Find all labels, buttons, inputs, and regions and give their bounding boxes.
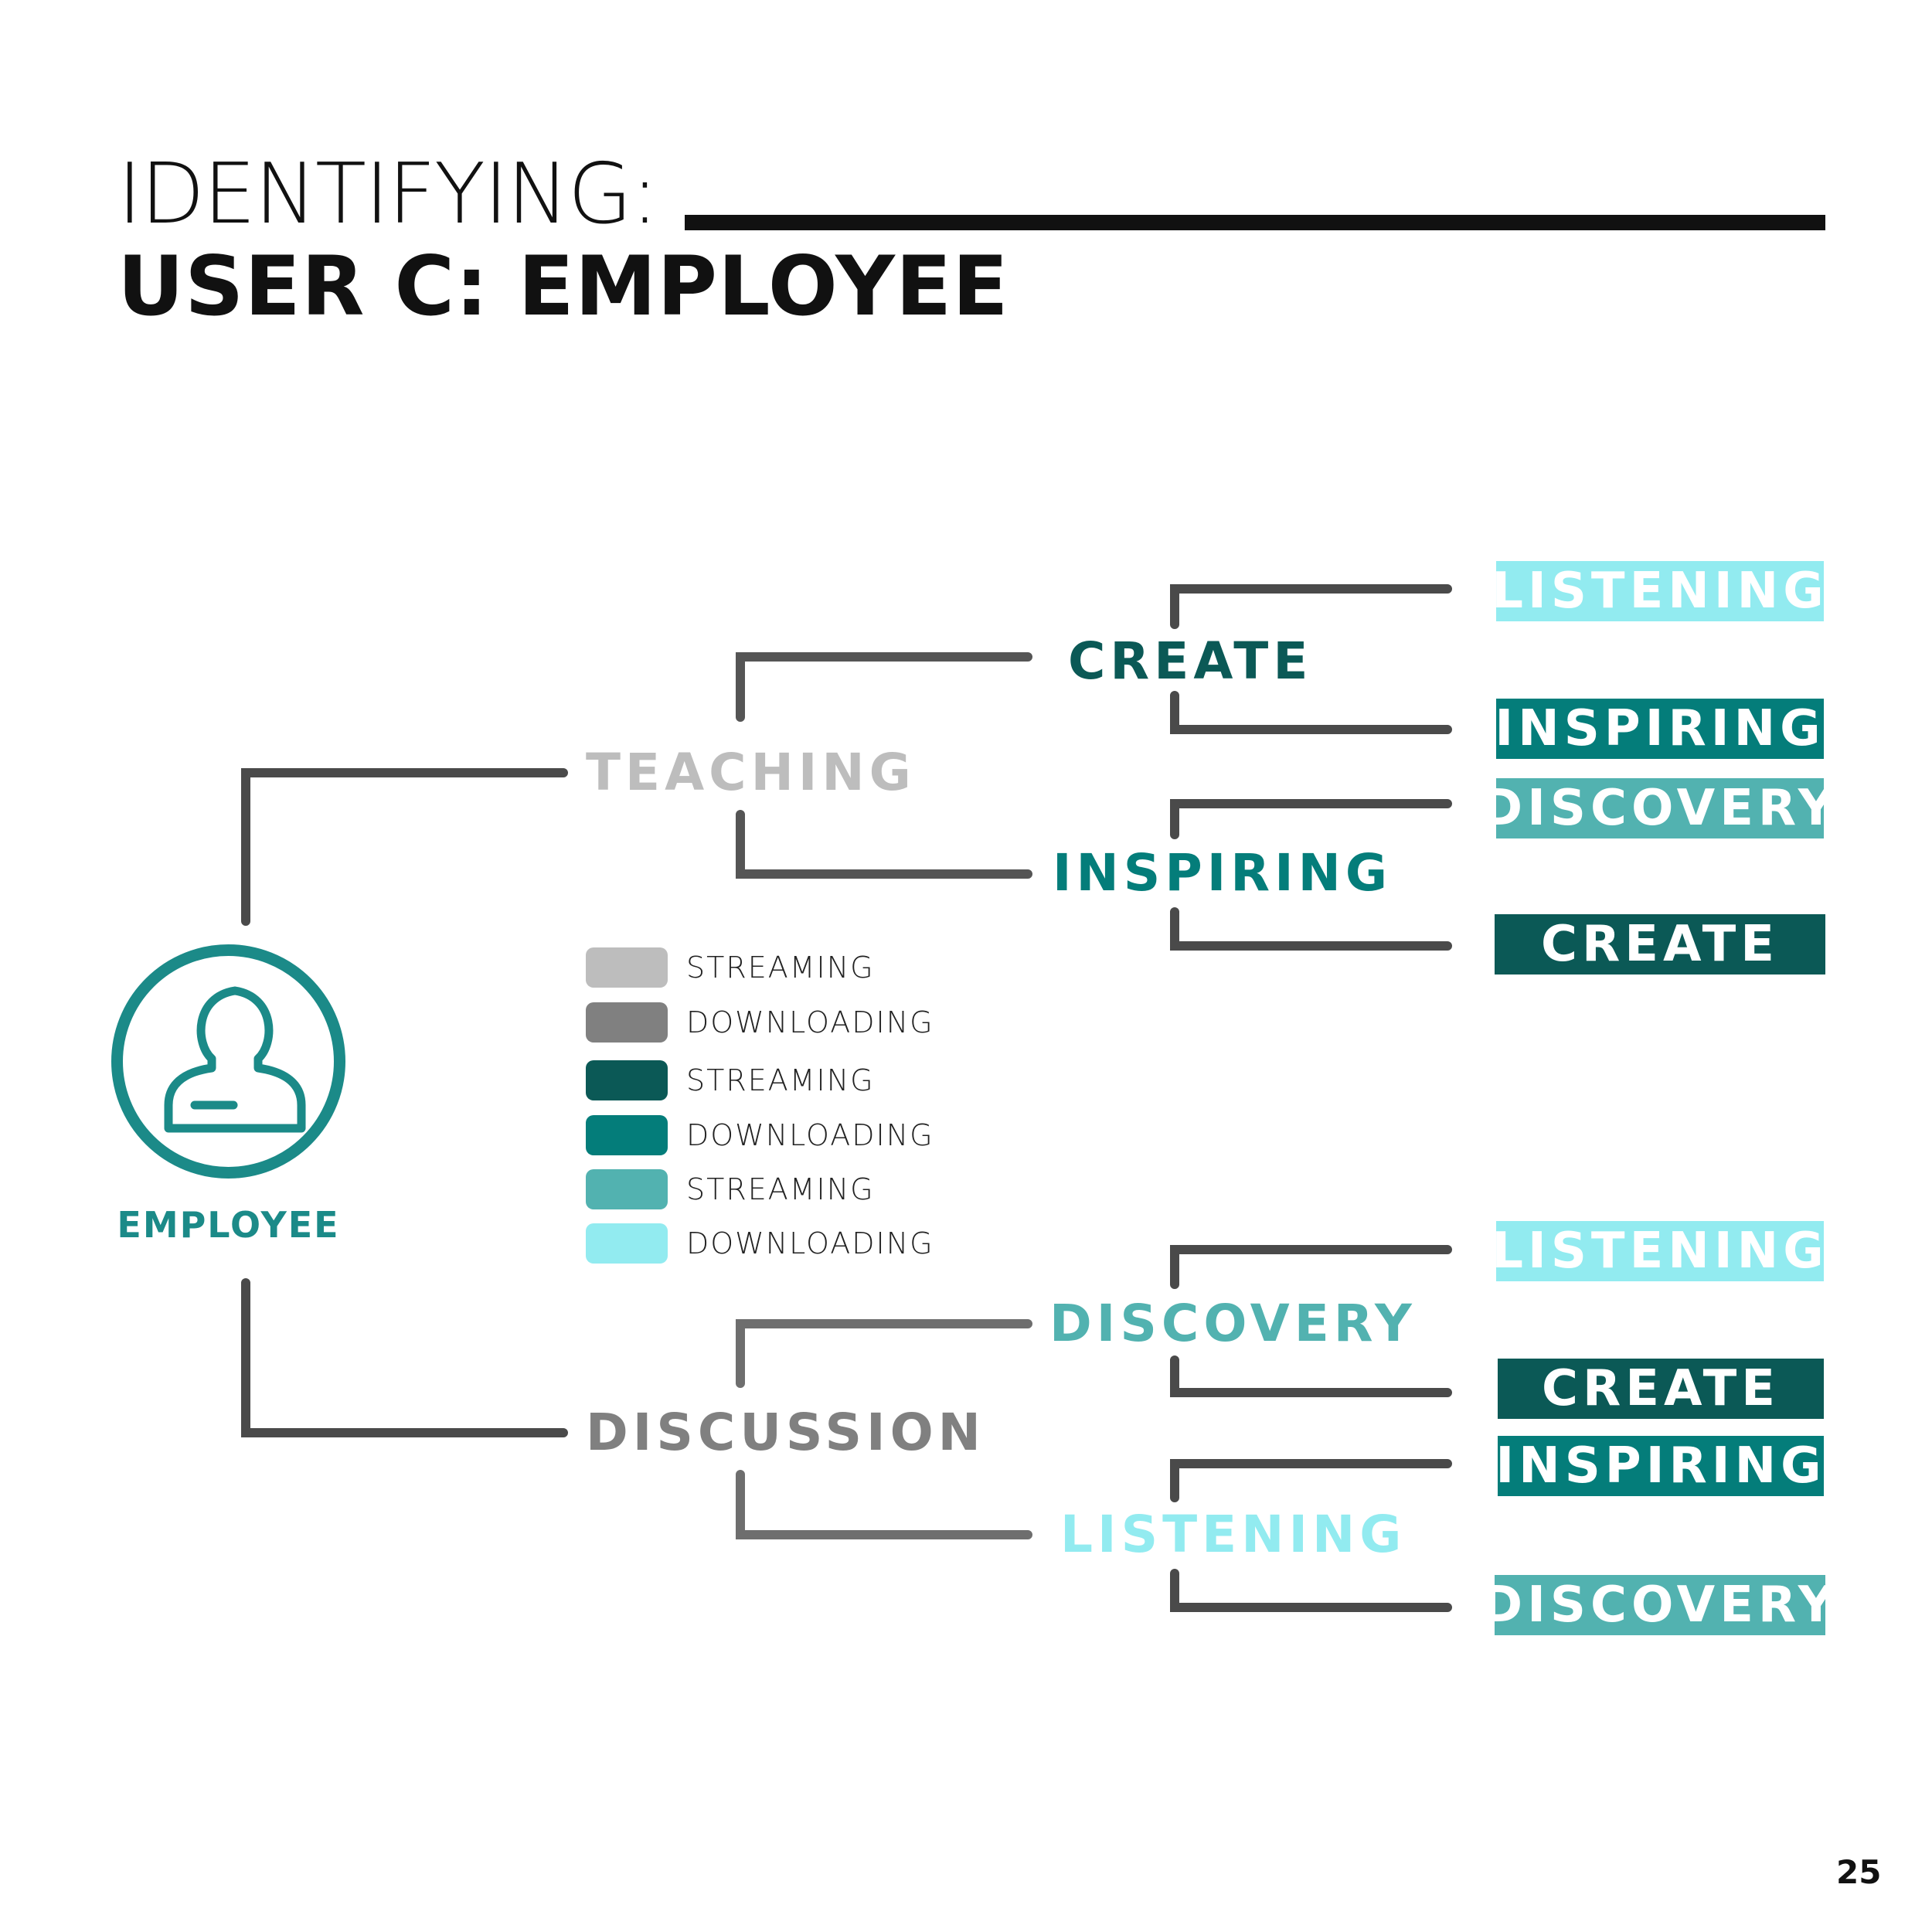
leaf-discovery-create: CREATE — [1498, 1359, 1824, 1419]
legend-item: STREAMING — [586, 947, 875, 988]
connector-teaching-inspiring — [736, 810, 1032, 879]
legend-item: STREAMING — [586, 1060, 875, 1100]
legend-swatch — [586, 1169, 668, 1209]
legend-label: STREAMING — [686, 951, 875, 985]
leaf-inspiring-discovery: DISCOVERY — [1481, 778, 1839, 838]
user-icon — [164, 986, 306, 1133]
legend-swatch — [586, 947, 668, 988]
connector-inspiring-top — [1170, 799, 1452, 839]
connector-discussion-discovery — [736, 1319, 1032, 1388]
connector-discussion-listening — [736, 1470, 1032, 1539]
page-title: USER C: EMPLOYEE — [117, 239, 1009, 334]
connector-teaching-create — [736, 652, 1032, 722]
node-create: CREATE — [1068, 631, 1313, 691]
node-discovery: DISCOVERY — [1049, 1294, 1417, 1353]
connector-create-bottom — [1170, 691, 1452, 734]
node-inspiring: INSPIRING — [1053, 843, 1393, 903]
legend-swatch — [586, 1223, 668, 1264]
branch-discussion: DISCUSSION — [586, 1403, 985, 1462]
legend-swatch — [586, 1060, 668, 1100]
legend-label: DOWNLOADING — [686, 1005, 934, 1039]
legend-swatch — [586, 1002, 668, 1043]
node-listening: LISTENING — [1060, 1505, 1406, 1564]
leaf-listening-inspiring: INSPIRING — [1495, 1436, 1826, 1496]
connector-listening-top — [1170, 1459, 1452, 1502]
legend-label: STREAMING — [686, 1063, 875, 1097]
connector-root-discussion — [241, 1278, 568, 1437]
branch-teaching: TEACHING — [586, 743, 916, 802]
connector-listening-bottom — [1170, 1569, 1452, 1612]
leaf-listening-discovery: DISCOVERY — [1481, 1575, 1839, 1635]
connector-root-teaching — [241, 768, 568, 926]
connector-discovery-bottom — [1170, 1355, 1452, 1397]
legend-item: DOWNLOADING — [586, 1115, 934, 1155]
legend-swatch — [586, 1115, 668, 1155]
legend-item: STREAMING — [586, 1169, 875, 1209]
legend-item: DOWNLOADING — [586, 1223, 934, 1264]
legend-label: DOWNLOADING — [686, 1118, 934, 1152]
page-number: 25 — [1836, 1853, 1882, 1891]
legend-item: DOWNLOADING — [586, 1002, 934, 1043]
connector-inspiring-bottom — [1170, 907, 1452, 951]
connector-discovery-top — [1170, 1245, 1452, 1289]
connector-create-top — [1170, 584, 1452, 629]
legend-label: DOWNLOADING — [686, 1226, 934, 1260]
leaf-inspiring-create: CREATE — [1495, 914, 1825, 975]
leaf-create-inspiring: INSPIRING — [1495, 699, 1825, 759]
leaf-create-listening: LISTENING — [1492, 561, 1828, 621]
title-rule — [685, 215, 1825, 230]
leaf-discovery-listening: LISTENING — [1492, 1221, 1828, 1281]
title-prefix: IDENTIFYING: — [117, 146, 659, 243]
root-label: EMPLOYEE — [117, 1204, 340, 1246]
legend-label: STREAMING — [686, 1172, 875, 1206]
